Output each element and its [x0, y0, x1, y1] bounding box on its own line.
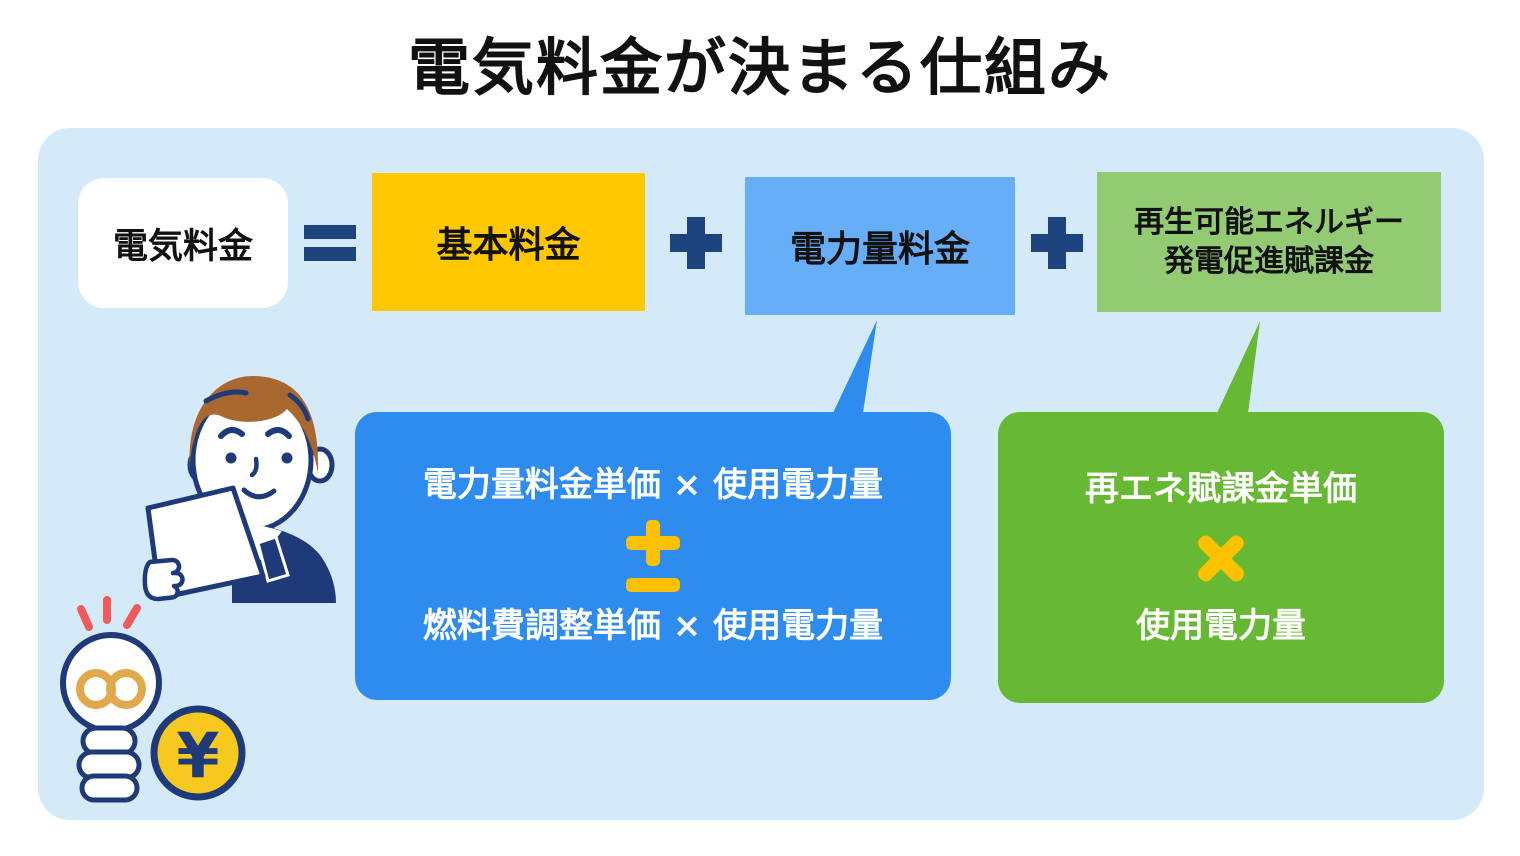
- renewable-formula-line2: 使用電力量: [1136, 605, 1306, 646]
- multiply-icon: [1195, 532, 1247, 584]
- renewable-formula-line1: 再エネ賦課金単価: [1085, 468, 1357, 509]
- renewable-levy-box: 再生可能エネルギー 発電促進賦課金: [1097, 172, 1441, 312]
- electricity-charge-label: 電気料金: [112, 226, 253, 267]
- renewable-callout-tail: [1217, 321, 1260, 413]
- equals-bar-top: [304, 225, 356, 239]
- equals-icon: [304, 225, 356, 261]
- page-title: 電気料金が決まる仕組み: [407, 31, 1112, 104]
- renewable-levy-callout: 再エネ賦課金単価 使用電力量: [998, 412, 1444, 703]
- basic-charge-box: 基本料金: [372, 173, 645, 311]
- plus-icon: [1031, 217, 1083, 269]
- energy-callout-tail: [833, 320, 877, 413]
- energy-charge-callout: 電力量料金単価 × 使用電力量 燃料費調整単価 × 使用電力量: [355, 412, 951, 700]
- lightbulb-illustration: [60, 596, 162, 803]
- energy-charge-box: 電力量料金: [745, 177, 1015, 315]
- plus-minus-icon: [626, 520, 680, 592]
- man-reading-bill-illustration: [142, 375, 336, 603]
- energy-charge-label: 電力量料金: [789, 229, 970, 270]
- energy-formula-line2: 燃料費調整単価 × 使用電力量: [422, 606, 884, 646]
- renewable-levy-label-line1: 再生可能エネルギー: [1134, 205, 1404, 240]
- renewable-levy-label-line2: 発電促進賦課金: [1164, 244, 1374, 279]
- yen-symbol: ¥: [176, 719, 219, 792]
- equals-bar-bottom: [304, 247, 356, 261]
- yen-coin-illustration: ¥: [150, 705, 246, 801]
- energy-formula-line1: 電力量料金単価 × 使用電力量: [422, 465, 884, 506]
- electricity-charge-box: 電気料金: [78, 178, 288, 308]
- plus-icon: [670, 217, 722, 269]
- basic-charge-label: 基本料金: [436, 225, 581, 266]
